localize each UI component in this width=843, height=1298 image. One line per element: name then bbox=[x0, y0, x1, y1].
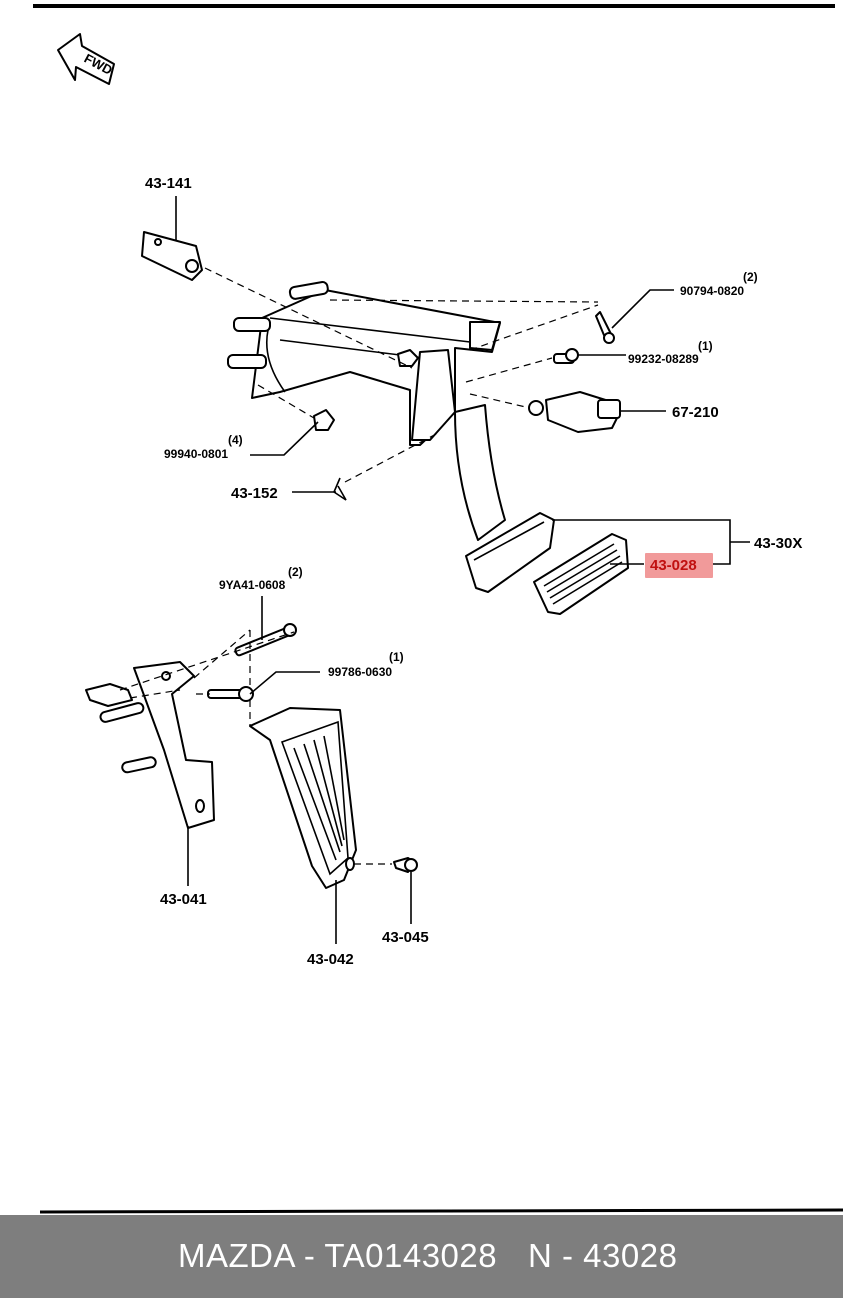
footer-reference: N - 43028 bbox=[528, 1237, 678, 1274]
callout-43-30x: 43-30X bbox=[754, 535, 802, 552]
stop-lamp-switch bbox=[528, 391, 621, 433]
clip-43-152 bbox=[333, 477, 347, 501]
callout-43-028: 43-028 bbox=[650, 557, 697, 574]
callout-43-041: 43-041 bbox=[160, 891, 207, 908]
qty-99940: (4) bbox=[228, 433, 243, 447]
brake-pedal-bracket bbox=[227, 281, 555, 593]
callout-67-210: 67-210 bbox=[672, 404, 719, 421]
callout-9ya41-0608: 9YA41-0608 bbox=[219, 578, 286, 592]
footer-bar: MAZDA - TA0143028 N - 43028 bbox=[0, 1215, 843, 1298]
screw-90794 bbox=[595, 311, 615, 344]
bracket-43-141 bbox=[141, 231, 203, 281]
highlight-43-028 bbox=[645, 553, 713, 578]
callout-99940-0801: 99940-0801 bbox=[164, 447, 228, 461]
callout-99786-0630: 99786-0630 bbox=[328, 665, 392, 679]
accelerator-pedal bbox=[249, 707, 357, 889]
qty-9ya41: (2) bbox=[288, 565, 303, 579]
callout-43-152: 43-152 bbox=[231, 485, 278, 502]
qty-99786: (1) bbox=[389, 650, 404, 664]
callout-43-045: 43-045 bbox=[382, 929, 429, 946]
brake-pedal-pad bbox=[533, 533, 629, 615]
qty-90794: (2) bbox=[743, 270, 758, 284]
fwd-arrow-icon: FWD bbox=[57, 33, 115, 85]
footer-part-number: MAZDA - TA0143028 bbox=[178, 1237, 498, 1274]
accelerator-bracket bbox=[85, 661, 215, 829]
callout-43-042: 43-042 bbox=[307, 951, 354, 968]
bolt-99786 bbox=[207, 686, 254, 702]
callout-43-141: 43-141 bbox=[145, 175, 192, 192]
callout-99232-08289: 99232-08289 bbox=[628, 352, 699, 366]
qty-99232: (1) bbox=[698, 339, 713, 353]
stopper-43-045 bbox=[393, 857, 418, 873]
pedal-assembly-diagram: FWD bbox=[33, 4, 843, 1214]
nut-99940 bbox=[313, 409, 335, 431]
callout-90794-0820: 90794-0820 bbox=[680, 284, 744, 298]
bolt-9ya41 bbox=[234, 623, 297, 657]
bolt-99232 bbox=[553, 348, 579, 364]
bottom-border bbox=[39, 1208, 843, 1214]
